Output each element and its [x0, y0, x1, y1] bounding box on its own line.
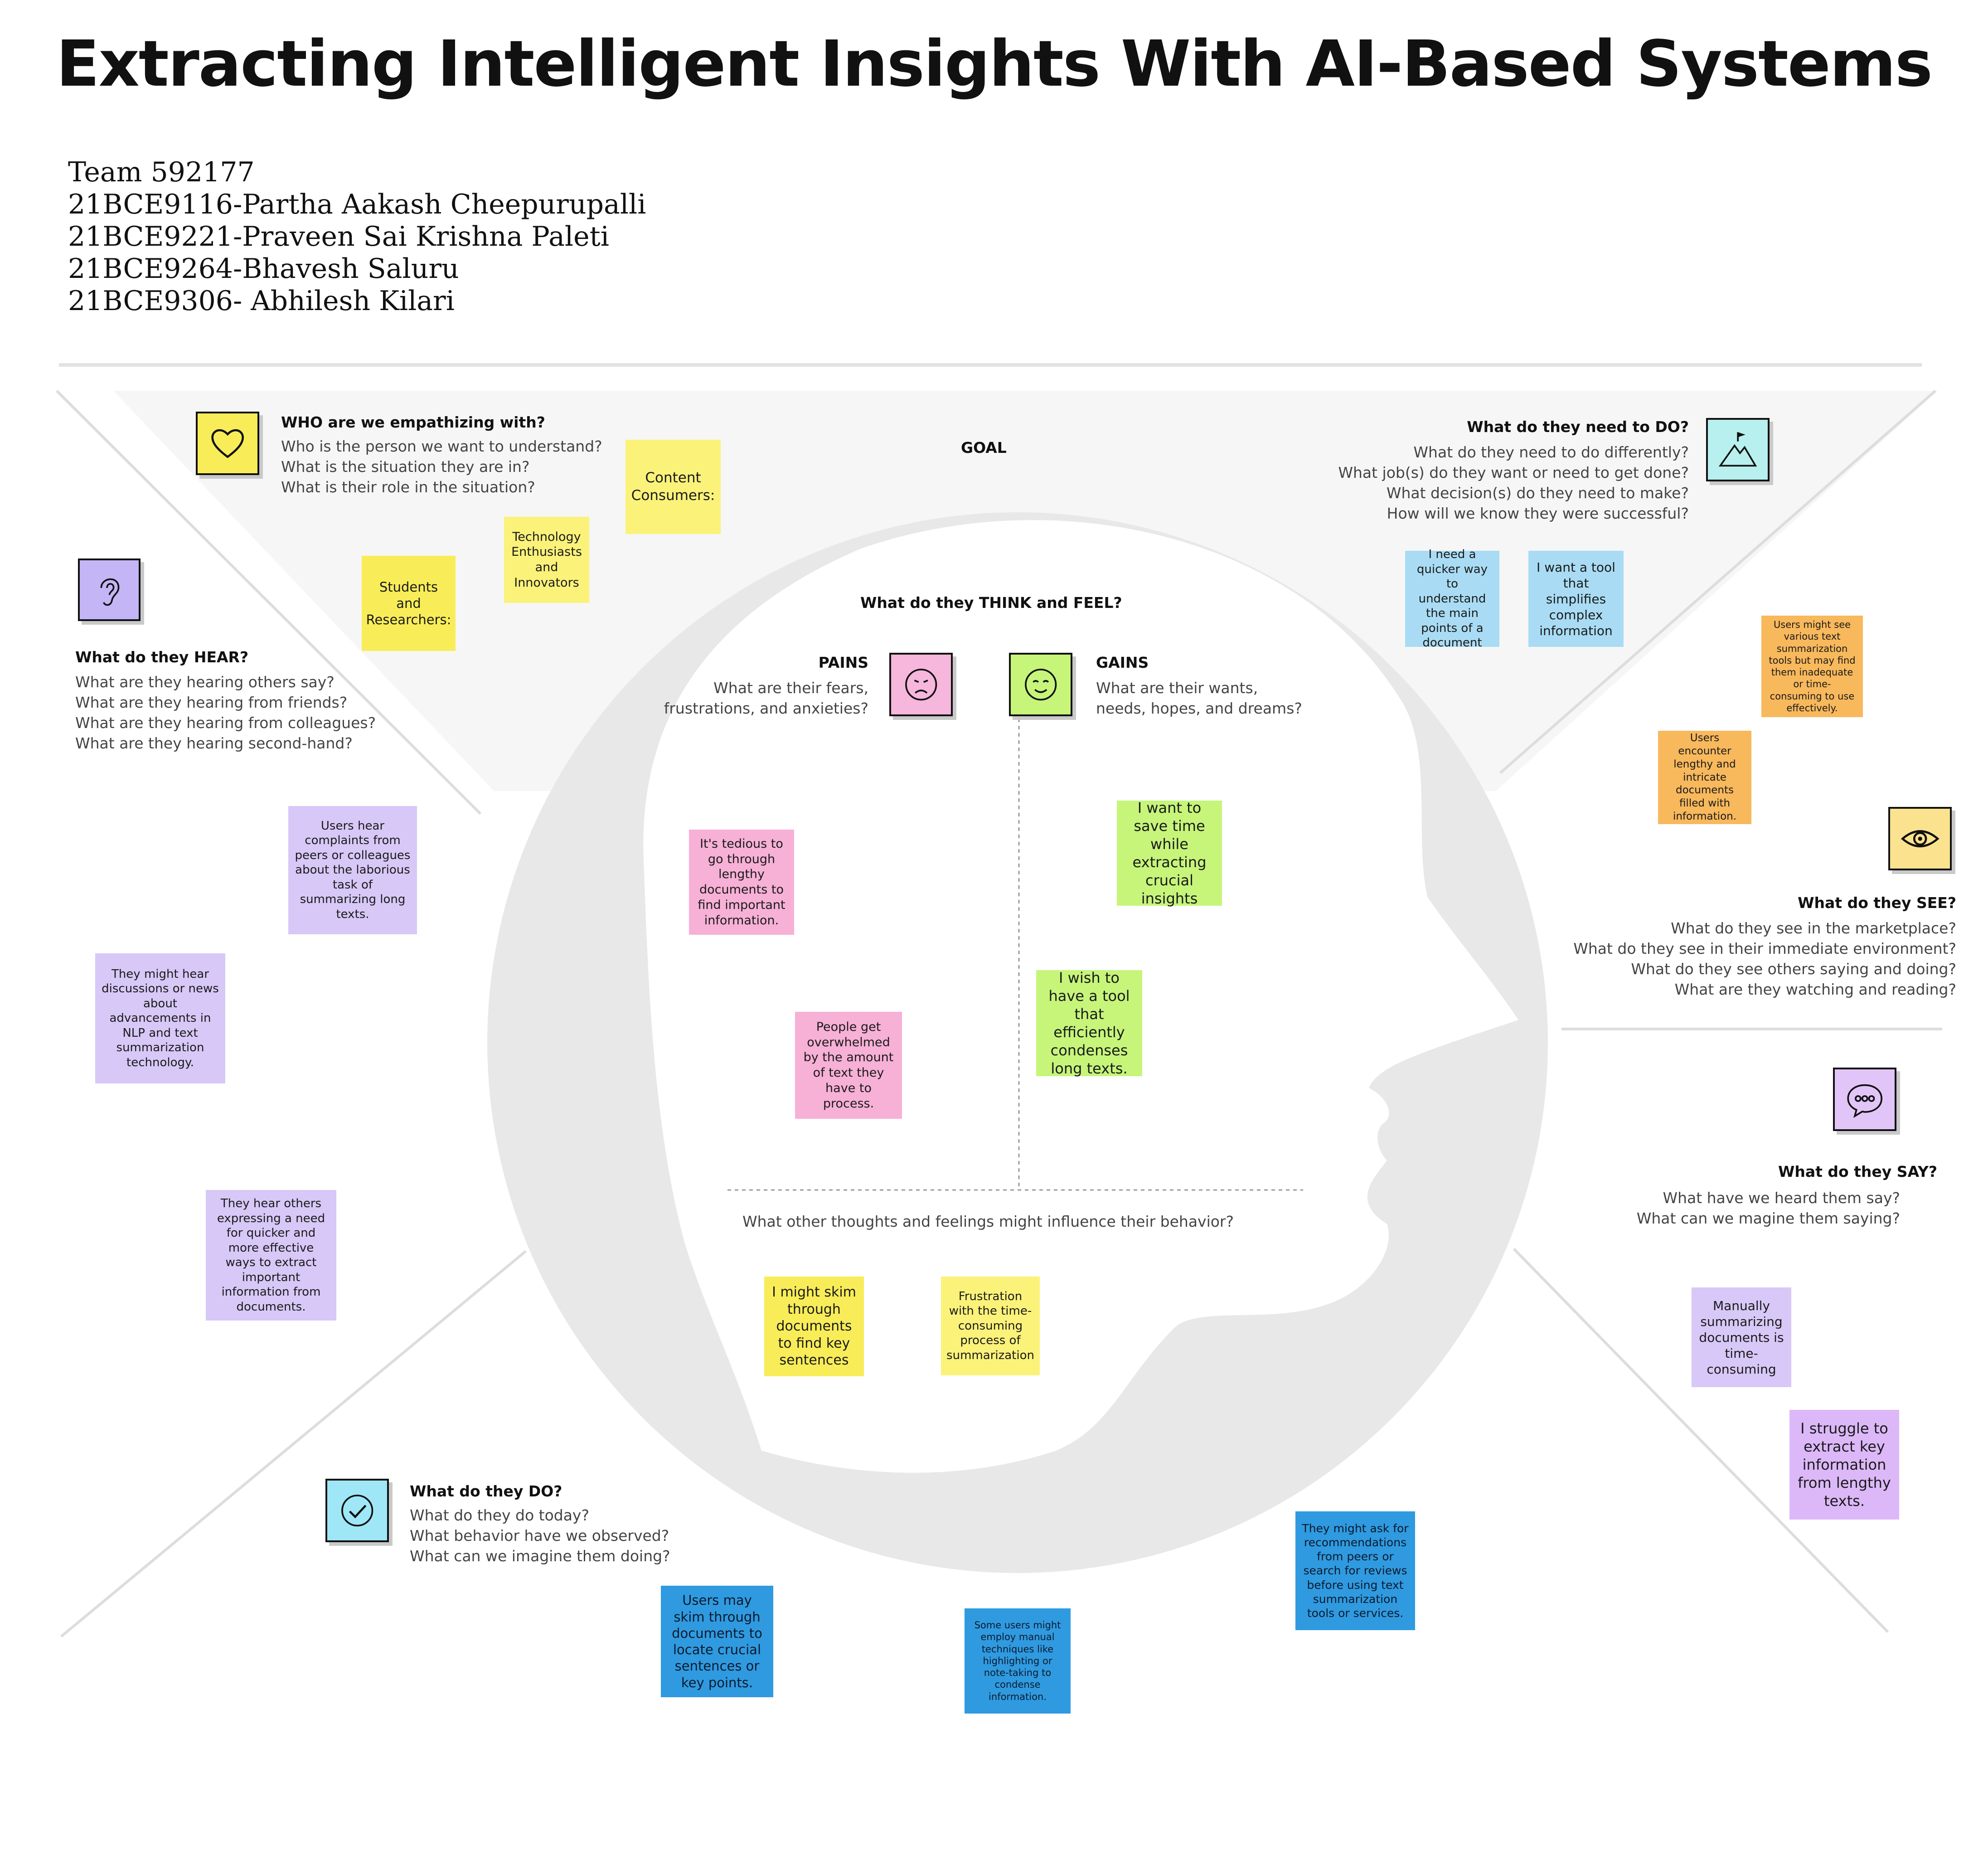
gains-heading: GAINS — [1096, 654, 1149, 671]
sticky-note: People get overwhelmed by the amount of … — [795, 1012, 902, 1119]
question: What do they see others saying and doing… — [1631, 960, 1956, 978]
question: What can we magine them saying? — [1636, 1209, 1900, 1227]
sticky-note: I need a quicker way to understand the m… — [1405, 548, 1499, 650]
question: What decision(s) do they need to make? — [1386, 484, 1689, 502]
think-feel-heading: What do they THINK and FEEL? — [860, 594, 1122, 612]
sticky-note: Frustration with the time-consuming proc… — [941, 1277, 1040, 1375]
say-questions: What have we heard them say? What can we… — [1637, 1188, 1900, 1228]
question: What is the situation they are in? — [281, 458, 530, 476]
page-title: Extracting Intelligent Insights With AI-… — [56, 27, 1933, 101]
sticky-note: I want a tool that simplifies complex in… — [1528, 551, 1624, 647]
gains-questions: What are their wants, needs, hopes, and … — [1096, 678, 1302, 719]
see-heading: What do they SEE? — [1798, 894, 1956, 912]
pains-heading: PAINS — [818, 654, 868, 671]
do-questions: What do they do today? What behavior hav… — [410, 1505, 670, 1566]
sticky-note: Students and Researchers: — [362, 556, 456, 651]
team-line: 21BCE9221-Praveen Sai Krishna Paleti — [68, 221, 609, 252]
team-line: Team 592177 — [68, 156, 255, 188]
sticky-note: Some users might employ manual technique… — [965, 1608, 1071, 1714]
do-heading: What do they DO? — [410, 1482, 562, 1500]
happy-face-icon — [1009, 653, 1072, 716]
question: What do they do today? — [410, 1506, 589, 1524]
say-heading: What do they SAY? — [1778, 1163, 1937, 1180]
question: What are they watching and reading? — [1674, 981, 1956, 998]
sticky-note: Users might see various text summarizati… — [1761, 616, 1863, 717]
question: needs, hopes, and dreams? — [1096, 699, 1302, 717]
sticky-note: I might skim through documents to find k… — [764, 1277, 864, 1376]
sticky-note: They might ask for recommendations from … — [1295, 1511, 1415, 1630]
question: What are they hearing from colleagues? — [75, 714, 376, 732]
sticky-note: Content Consumers: — [625, 440, 721, 534]
see-questions: What do they see in the marketplace? Wha… — [1573, 918, 1956, 1000]
mountain-flag-icon — [1706, 418, 1770, 481]
question: What do they see in their immediate envi… — [1573, 940, 1956, 957]
question: What have we heard them say? — [1663, 1189, 1900, 1207]
question: What do they need to do differently? — [1413, 443, 1689, 461]
sticky-note: I want to save time while extracting cru… — [1117, 799, 1222, 907]
other-thoughts-question: What other thoughts and feelings might i… — [742, 1213, 1234, 1230]
sticky-note: They might hear discussions or news abou… — [95, 953, 225, 1083]
speech-bubble-icon — [1833, 1068, 1896, 1131]
sticky-note: Manually summarizing documents is time-c… — [1692, 1287, 1791, 1387]
sticky-note: I wish to have a tool that efficiently c… — [1036, 969, 1142, 1077]
question: What behavior have we observed? — [410, 1527, 669, 1544]
who-heading: WHO are we empathizing with? — [281, 413, 545, 431]
question: What job(s) do they want or need to get … — [1338, 464, 1689, 481]
sticky-note: They hear others expressing a need for q… — [206, 1190, 336, 1321]
question: frustrations, and anxieties? — [664, 699, 868, 717]
question: What are their wants, — [1096, 679, 1258, 697]
sticky-note: Users encounter lengthy and intricate do… — [1658, 731, 1751, 824]
ear-icon — [78, 558, 141, 621]
sticky-note: Users hear complaints from peers or coll… — [288, 806, 417, 934]
team-info: Team 592177 21BCE9116-Partha Aakash Chee… — [68, 156, 646, 317]
team-line: 21BCE9116-Partha Aakash Cheepurupalli — [68, 189, 646, 220]
goal-label: GOAL — [961, 439, 1007, 456]
question: What do they see in the marketplace? — [1671, 919, 1956, 937]
team-line: 21BCE9264-Bhavesh Saluru — [68, 253, 459, 285]
question: What is their role in the situation? — [281, 478, 535, 496]
heart-icon — [196, 412, 259, 475]
question: What are they hearing second-hand? — [75, 734, 353, 752]
sticky-note: It's tedious to go through lengthy docum… — [689, 830, 794, 935]
pains-questions: What are their fears, frustrations, and … — [664, 678, 868, 719]
hear-questions: What are they hearing others say? What a… — [75, 672, 376, 753]
question: What are their fears, — [713, 679, 868, 697]
question: What can we imagine them doing? — [410, 1547, 670, 1565]
checkmark-icon — [325, 1479, 389, 1542]
question: What are they hearing others say? — [75, 673, 335, 691]
sticky-note: Users may skim through documents to loca… — [661, 1586, 773, 1697]
team-line: 21BCE9306- Abhilesh Kilari — [68, 285, 455, 317]
eye-icon — [1888, 807, 1952, 870]
sticky-note: I struggle to extract key information fr… — [1789, 1410, 1899, 1520]
need-do-questions: What do they need to do differently? Wha… — [1338, 442, 1689, 524]
question: Who is the person we want to understand? — [281, 437, 602, 455]
who-questions: Who is the person we want to understand?… — [281, 436, 602, 497]
question: What are they hearing from friends? — [75, 694, 348, 711]
question: How will we know they were successful? — [1387, 505, 1689, 522]
need-do-heading: What do they need to DO? — [1467, 418, 1689, 436]
sticky-note: Technology Enthusiasts and Innovators — [504, 517, 589, 603]
sad-face-icon — [889, 653, 953, 716]
hear-heading: What do they HEAR? — [75, 648, 249, 666]
